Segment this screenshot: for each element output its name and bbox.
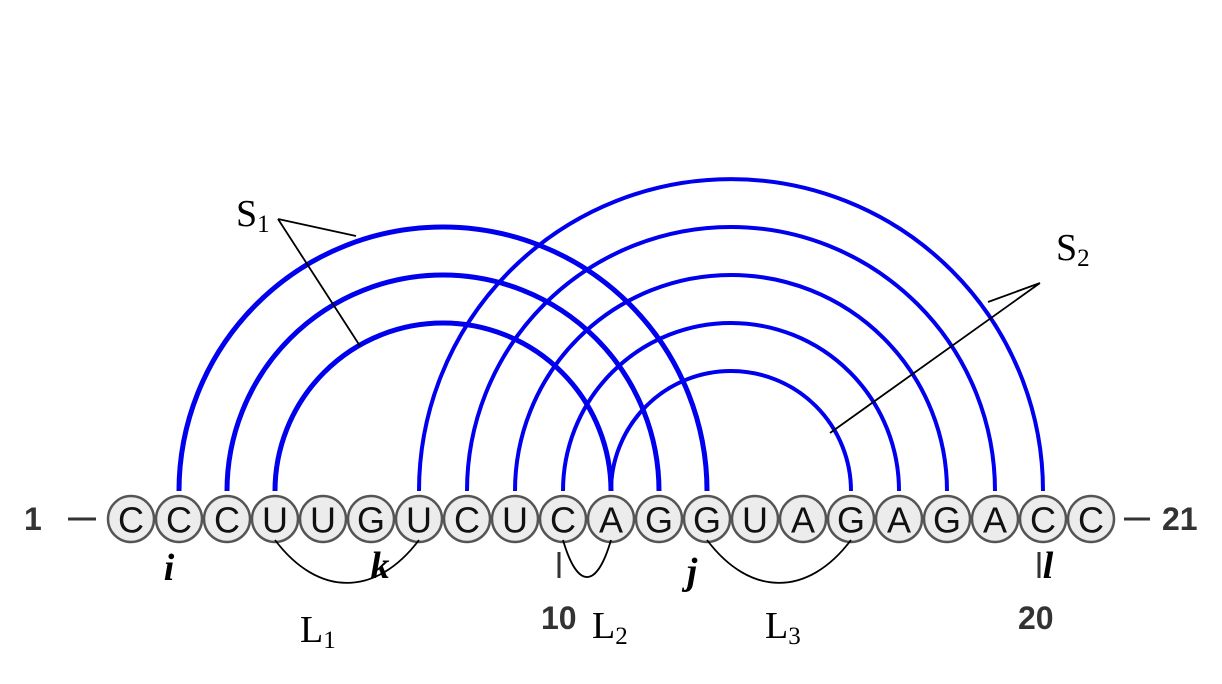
tick-label-20: 20 (1018, 600, 1054, 636)
nucleotide-letter-17: A (887, 500, 911, 541)
index-label-i: i (164, 547, 175, 589)
nucleotide-circle-15 (778, 494, 828, 544)
nucleotide-21: C (1066, 494, 1116, 544)
index-label-l: l (1043, 545, 1054, 587)
arc-s1-4-11 (272, 320, 614, 492)
nucleotide-letter-2: C (166, 500, 192, 541)
nucleotide-circle-18 (922, 494, 972, 544)
nucleotide-circle-5 (298, 494, 348, 544)
start-position-label: 1 (24, 501, 42, 537)
nucleotide-letter-1: C (118, 500, 144, 541)
nucleotide-17: A (874, 494, 924, 544)
arc-s2-10-17 (561, 321, 901, 492)
nucleotide-circle-19 (970, 494, 1020, 544)
nucleotide-18: G (922, 494, 972, 544)
nucleotide-circle-6 (346, 494, 396, 544)
nucleotide-circle-21 (1066, 494, 1116, 544)
nucleotide-circle-20 (1018, 494, 1068, 544)
arc-s1-2-13 (176, 224, 710, 492)
nucleotide-letter-18: G (933, 500, 961, 541)
nucleotide-letter-11: A (599, 500, 623, 541)
nucleotide-13: G (682, 494, 732, 544)
nucleotide-letter-5: U (310, 500, 336, 541)
nucleotide-12: G (634, 494, 684, 544)
base-pair-arcs (176, 177, 1045, 492)
arc-s2-11-16 (609, 369, 853, 492)
loop-curve-l1 (274, 539, 420, 584)
nucleotide-15: A (778, 494, 828, 544)
nucleotide-2: C (154, 494, 204, 544)
arc-s1-3-12 (224, 272, 662, 492)
nucleotide-letter-9: U (502, 500, 528, 541)
loop-curve-l2 (562, 539, 612, 578)
nucleotide-letter-13: G (693, 500, 721, 541)
index-label-j: j (682, 551, 698, 593)
nucleotide-circle-12 (634, 494, 684, 544)
nucleotide-letter-10: C (550, 500, 576, 541)
tick-label-10: 10 (541, 600, 577, 636)
nucleotide-letter-12: G (645, 500, 673, 541)
nucleotide-circle-8 (442, 494, 492, 544)
nucleotide-4: U (250, 494, 300, 544)
stem-label-s1: S1 (236, 193, 270, 238)
nucleotide-19: A (970, 494, 1020, 544)
nucleotide-14: U (730, 494, 780, 544)
nucleotide-1: C (106, 494, 156, 544)
nucleotide-letter-21: C (1078, 500, 1104, 541)
nucleotide-16: G (826, 494, 876, 544)
nucleotide-circle-16 (826, 494, 876, 544)
stem-label-s2: S2 (1056, 227, 1090, 272)
loop-curve-l3 (706, 539, 852, 584)
stem-s2-leader (829, 282, 1041, 434)
nucleotide-letter-16: G (837, 500, 865, 541)
nucleotide-circle-13 (682, 494, 732, 544)
loop-curves (274, 539, 852, 584)
arc-s2-7-20 (417, 177, 1045, 492)
nucleotide-circle-3 (202, 494, 252, 544)
nucleotide-11: A (586, 494, 636, 544)
nucleotide-10: C (538, 494, 588, 544)
nucleotide-letter-19: A (983, 500, 1007, 541)
nucleotide-letter-14: U (742, 500, 768, 541)
loop-label-l1: L1 (300, 609, 336, 654)
loop-label-l3: L3 (765, 605, 801, 650)
nucleotide-letter-6: G (357, 500, 385, 541)
nucleotide-20: C (1018, 494, 1068, 544)
end-position-label: 21 (1162, 501, 1198, 537)
nucleotide-letter-4: U (262, 500, 288, 541)
stem-s1-leader (277, 218, 361, 347)
nucleotide-6: G (346, 494, 396, 544)
nucleotide-circle-9 (490, 494, 540, 544)
nucleotide-circle-1 (106, 494, 156, 544)
nucleotide-3: C (202, 494, 252, 544)
nucleotide-9: U (490, 494, 540, 544)
nucleotide-circle-2 (154, 494, 204, 544)
loop-label-l2: L2 (592, 605, 628, 650)
nucleotide-circle-7 (394, 494, 444, 544)
nucleotide-5: U (298, 494, 348, 544)
arc-s2-8-19 (465, 225, 997, 492)
nucleotide-circle-17 (874, 494, 924, 544)
nucleotide-circle-4 (250, 494, 300, 544)
nucleotide-letter-7: U (406, 500, 432, 541)
nucleotide-7: U (394, 494, 444, 544)
nucleotide-letter-15: A (791, 500, 815, 541)
nucleotide-circle-14 (730, 494, 780, 544)
nucleotide-letter-3: C (214, 500, 240, 541)
nucleotide-letter-20: C (1030, 500, 1056, 541)
index-label-k: k (371, 545, 390, 587)
arc-s2-9-18 (513, 273, 949, 492)
nucleotide-8: C (442, 494, 492, 544)
nucleotide-letter-8: C (454, 500, 480, 541)
